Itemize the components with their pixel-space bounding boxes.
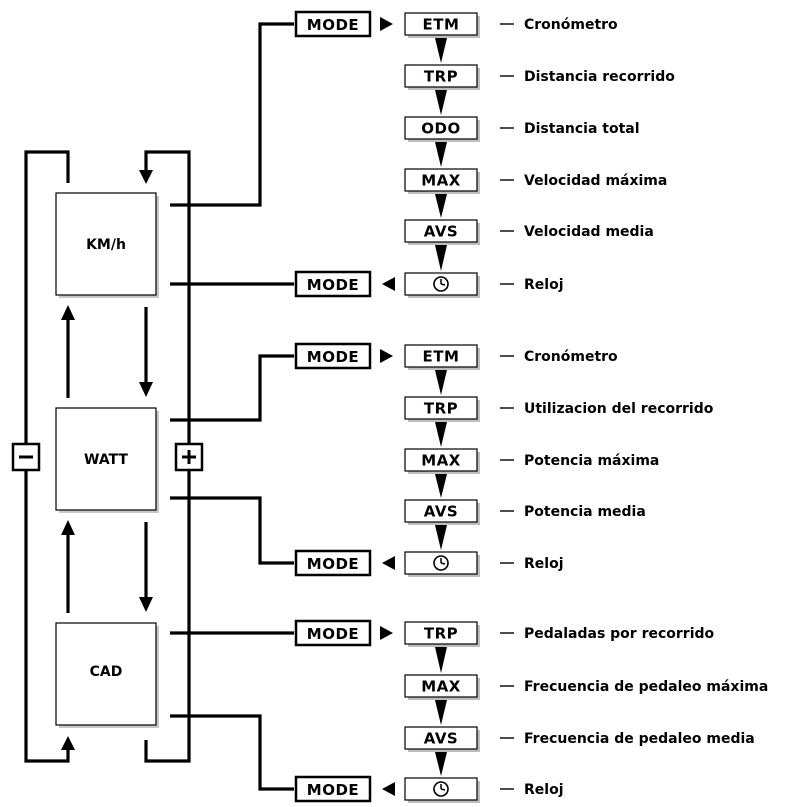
arrow-down-icon — [435, 422, 447, 447]
display-row: TRP Pedaladas por recorrido — [404, 621, 715, 647]
display-box — [404, 674, 478, 698]
display-box — [404, 499, 478, 523]
display-code: AVS — [424, 730, 459, 748]
mode-button-4[interactable]: MODE — [294, 549, 372, 577]
arrow-right-icon — [380, 626, 393, 640]
arrow-left-icon — [382, 556, 395, 570]
arrow-down-icon — [435, 525, 447, 550]
arrow-down-icon — [435, 370, 447, 395]
arrow-down-icon — [435, 700, 447, 725]
plus-button[interactable] — [174, 442, 204, 472]
display-description: Potencia máxima — [524, 453, 659, 469]
state-cad[interactable]: CAD — [55, 622, 159, 728]
svg-text:MODE: MODE — [307, 555, 359, 573]
display-row: AVS Frecuencia de pedaleo media — [404, 726, 755, 752]
display-description: Reloj — [524, 556, 564, 572]
display-box — [404, 344, 478, 368]
display-box — [404, 726, 478, 750]
display-row: ODO Distancia total — [404, 116, 640, 142]
state-label-watt: WATT — [84, 452, 128, 468]
display-row: AVS Velocidad media — [404, 219, 654, 245]
display-code: MAX — [421, 172, 461, 190]
display-row: TRP Distancia recorrido — [404, 64, 675, 90]
arrow-down-icon — [435, 647, 447, 673]
clock-icon — [433, 276, 449, 292]
display-row: MAX Potencia máxima — [404, 448, 659, 474]
display-box — [404, 64, 478, 88]
display-code: MAX — [421, 452, 461, 470]
display-description: Velocidad media — [524, 224, 654, 240]
display-description: Utilizacion del recorrido — [524, 401, 714, 417]
display-row: TRP Utilizacion del recorrido — [404, 396, 714, 422]
display-box — [404, 116, 478, 140]
display-row: MAX Velocidad máxima — [404, 168, 667, 194]
display-code: ODO — [421, 120, 460, 138]
arrow-down-icon — [435, 194, 447, 218]
display-description: Frecuencia de pedaleo media — [524, 731, 755, 747]
display-box — [404, 448, 478, 472]
mode-button-1[interactable]: MODE — [294, 10, 372, 38]
clock-icon — [433, 781, 449, 797]
state-label-kmh: KM/h — [86, 237, 126, 253]
display-code: AVS — [424, 223, 459, 241]
arrow-left-icon — [382, 277, 395, 291]
arrow-down-icon — [435, 90, 447, 115]
display-description: Frecuencia de pedaleo máxima — [524, 679, 768, 695]
display-description: Reloj — [524, 277, 564, 293]
svg-text:MODE: MODE — [307, 625, 359, 643]
display-description: Reloj — [524, 782, 564, 798]
display-row: Reloj — [404, 272, 564, 298]
display-code: ETM — [423, 348, 460, 366]
svg-text:MODE: MODE — [307, 276, 359, 294]
display-code: TRP — [424, 625, 458, 643]
arrow-right-icon — [380, 349, 393, 363]
display-box — [404, 621, 478, 645]
display-code: AVS — [424, 503, 459, 521]
svg-text:MODE: MODE — [307, 348, 359, 366]
state-kmh[interactable]: KM/h — [55, 192, 159, 298]
display-box — [404, 12, 478, 36]
arrow-down-icon — [435, 38, 447, 63]
arrow-down-icon — [435, 474, 447, 498]
display-description: Velocidad máxima — [524, 173, 667, 189]
clock-icon — [433, 555, 449, 571]
display-box — [404, 219, 478, 243]
mode-button-3[interactable]: MODE — [294, 342, 372, 370]
arrow-right-icon — [380, 17, 393, 31]
display-description: Pedaladas por recorrido — [524, 626, 715, 642]
mode-button-2[interactable]: MODE — [294, 270, 372, 298]
display-row: ETM Cronómetro — [404, 344, 618, 370]
display-row: AVS Potencia media — [404, 499, 646, 525]
display-row: Reloj — [404, 551, 564, 577]
display-description: Cronómetro — [524, 17, 618, 33]
connectors — [170, 22, 294, 791]
display-description: Cronómetro — [524, 349, 618, 365]
arrow-down-icon — [435, 245, 447, 271]
display-description: Potencia media — [524, 504, 646, 520]
arrow-down-icon — [435, 142, 447, 167]
display-description: Distancia total — [524, 121, 640, 137]
svg-text:MODE: MODE — [307, 781, 359, 799]
svg-text:MODE: MODE — [307, 16, 359, 34]
state-label-cad: CAD — [90, 664, 123, 680]
minus-button[interactable] — [11, 442, 41, 472]
display-row: Reloj — [404, 777, 564, 803]
display-description: Distancia recorrido — [524, 69, 675, 85]
arrow-down-icon — [435, 752, 447, 776]
display-code: MAX — [421, 678, 461, 696]
mode-button-5[interactable]: MODE — [294, 619, 372, 647]
display-row: MAX Frecuencia de pedaleo máxima — [404, 674, 768, 700]
mode-button-6[interactable]: MODE — [294, 775, 372, 803]
display-row: ETM Cronómetro — [404, 12, 618, 38]
display-code: TRP — [424, 68, 458, 86]
display-box — [404, 168, 478, 192]
display-code: TRP — [424, 400, 458, 418]
display-box — [404, 396, 478, 420]
arrow-left-icon — [382, 782, 395, 796]
display-code: ETM — [423, 16, 460, 34]
state-watt[interactable]: WATT — [55, 407, 159, 513]
